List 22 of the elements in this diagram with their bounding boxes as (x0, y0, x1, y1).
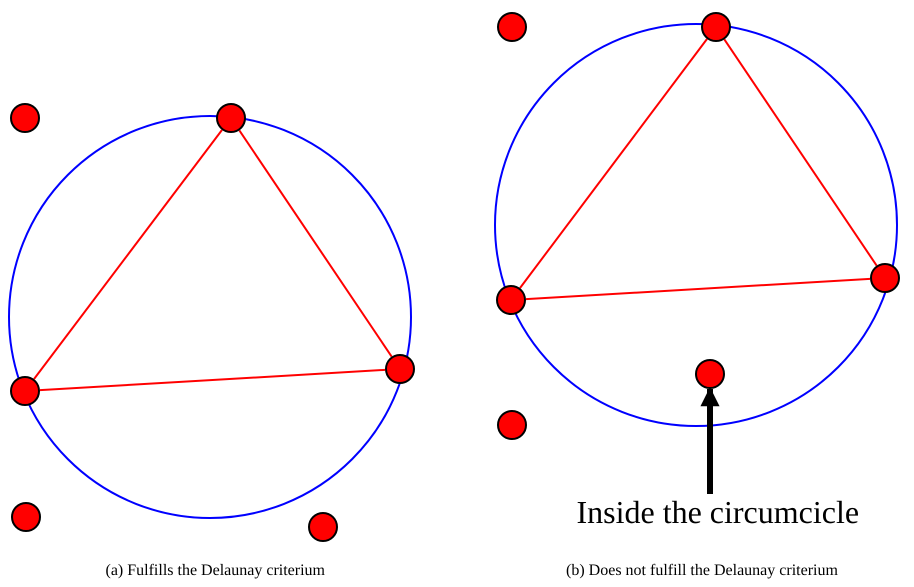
annotation-text: Inside the circumcicle (576, 494, 860, 531)
subfigure-caption: (b) Does not fulfill the Delaunay criterium (566, 562, 838, 580)
point-marker (695, 359, 725, 389)
point-marker (496, 285, 526, 315)
triangle-edge (526, 278, 870, 300)
triangle-edge (238, 130, 392, 358)
triangle-edge (40, 368, 386, 392)
triangle-edge (519, 38, 708, 289)
point-marker (701, 12, 731, 42)
point-marker (497, 410, 527, 440)
point-marker (216, 103, 246, 133)
point-marker (10, 376, 40, 406)
point-marker (870, 263, 900, 293)
triangle-edge (33, 129, 223, 380)
subfigure-caption: (a) Fulfills the Delaunay criterium (106, 562, 325, 580)
point-marker (385, 354, 415, 384)
point-marker (497, 12, 527, 42)
point-marker (308, 512, 338, 542)
triangle-edge (724, 38, 878, 266)
point-marker (11, 502, 41, 532)
arrow (700, 387, 720, 494)
point-marker (10, 103, 40, 133)
